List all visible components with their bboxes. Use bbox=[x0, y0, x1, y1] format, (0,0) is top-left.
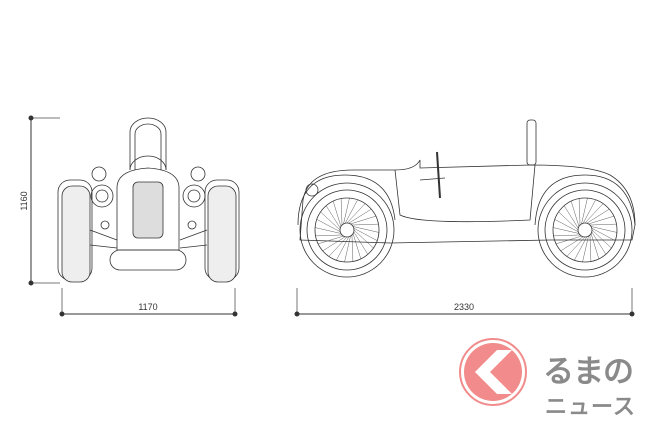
wheel-spoke bbox=[581, 198, 588, 224]
wheel-spoke bbox=[558, 211, 579, 231]
length-dimension bbox=[294, 288, 635, 317]
wheel-spoke bbox=[582, 236, 589, 262]
wheel-spoke bbox=[351, 234, 354, 262]
front-view-car bbox=[57, 117, 240, 283]
wheel-spoke bbox=[332, 201, 342, 227]
wheel-spoke bbox=[591, 228, 616, 241]
wheel-spoke bbox=[315, 234, 343, 237]
wheel-spoke bbox=[352, 233, 362, 259]
wheel-spoke bbox=[553, 227, 579, 234]
wheel-spoke bbox=[328, 236, 348, 257]
wheel-spoke bbox=[340, 198, 343, 226]
wheel-spoke bbox=[574, 236, 587, 261]
wheel-spoke bbox=[325, 205, 341, 229]
side-view-car bbox=[297, 119, 636, 278]
wheel-spoke bbox=[570, 201, 580, 227]
wheel-spoke bbox=[316, 219, 341, 232]
wheel-spoke bbox=[343, 198, 350, 224]
wheel-spoke bbox=[589, 234, 592, 262]
wheel-spoke bbox=[346, 203, 366, 224]
wheel-spoke bbox=[353, 228, 378, 241]
wheel-spoke bbox=[586, 208, 610, 224]
wheel-spoke bbox=[589, 223, 617, 226]
wheel-spoke bbox=[348, 208, 372, 224]
wheel-spoke bbox=[584, 203, 604, 224]
wheel-spoke bbox=[353, 226, 379, 233]
wheel-spoke bbox=[351, 223, 379, 226]
wheel-spoke bbox=[322, 236, 346, 252]
wheel-spoke bbox=[591, 229, 612, 249]
wheel-spoke bbox=[560, 236, 584, 252]
wheel-spoke bbox=[345, 199, 358, 224]
width-dimension bbox=[59, 288, 238, 317]
wheel-spoke bbox=[353, 231, 369, 255]
wheel-spoke bbox=[578, 198, 581, 226]
wheel-spoke bbox=[591, 226, 617, 233]
wheel-spoke bbox=[336, 236, 349, 261]
wheel-spoke bbox=[588, 215, 614, 225]
wheel-spoke bbox=[353, 229, 374, 249]
wheel-spoke bbox=[590, 233, 600, 259]
height-dimension bbox=[28, 115, 60, 286]
wheel-spoke bbox=[553, 234, 581, 237]
wheel-spoke bbox=[556, 235, 582, 245]
wheel-spoke bbox=[563, 205, 579, 229]
wheel-spoke bbox=[566, 236, 586, 257]
wheel-spoke bbox=[320, 211, 341, 231]
length-label: 2330 bbox=[454, 302, 474, 312]
wheel-spoke bbox=[583, 199, 596, 224]
wheel-spoke bbox=[591, 231, 607, 255]
wheel-spoke bbox=[318, 235, 344, 245]
wheel-spoke bbox=[350, 215, 376, 225]
logo-text-line1: るまの bbox=[543, 354, 634, 390]
width-label: 1170 bbox=[138, 302, 157, 312]
wheel-spoke bbox=[344, 236, 351, 262]
height-label: 1160 bbox=[19, 191, 29, 210]
wheel-spoke bbox=[554, 219, 579, 232]
kuruma-news-logo bbox=[459, 338, 527, 406]
logo-text-line2: ニュース bbox=[545, 395, 636, 420]
wheel-spoke bbox=[315, 227, 341, 234]
